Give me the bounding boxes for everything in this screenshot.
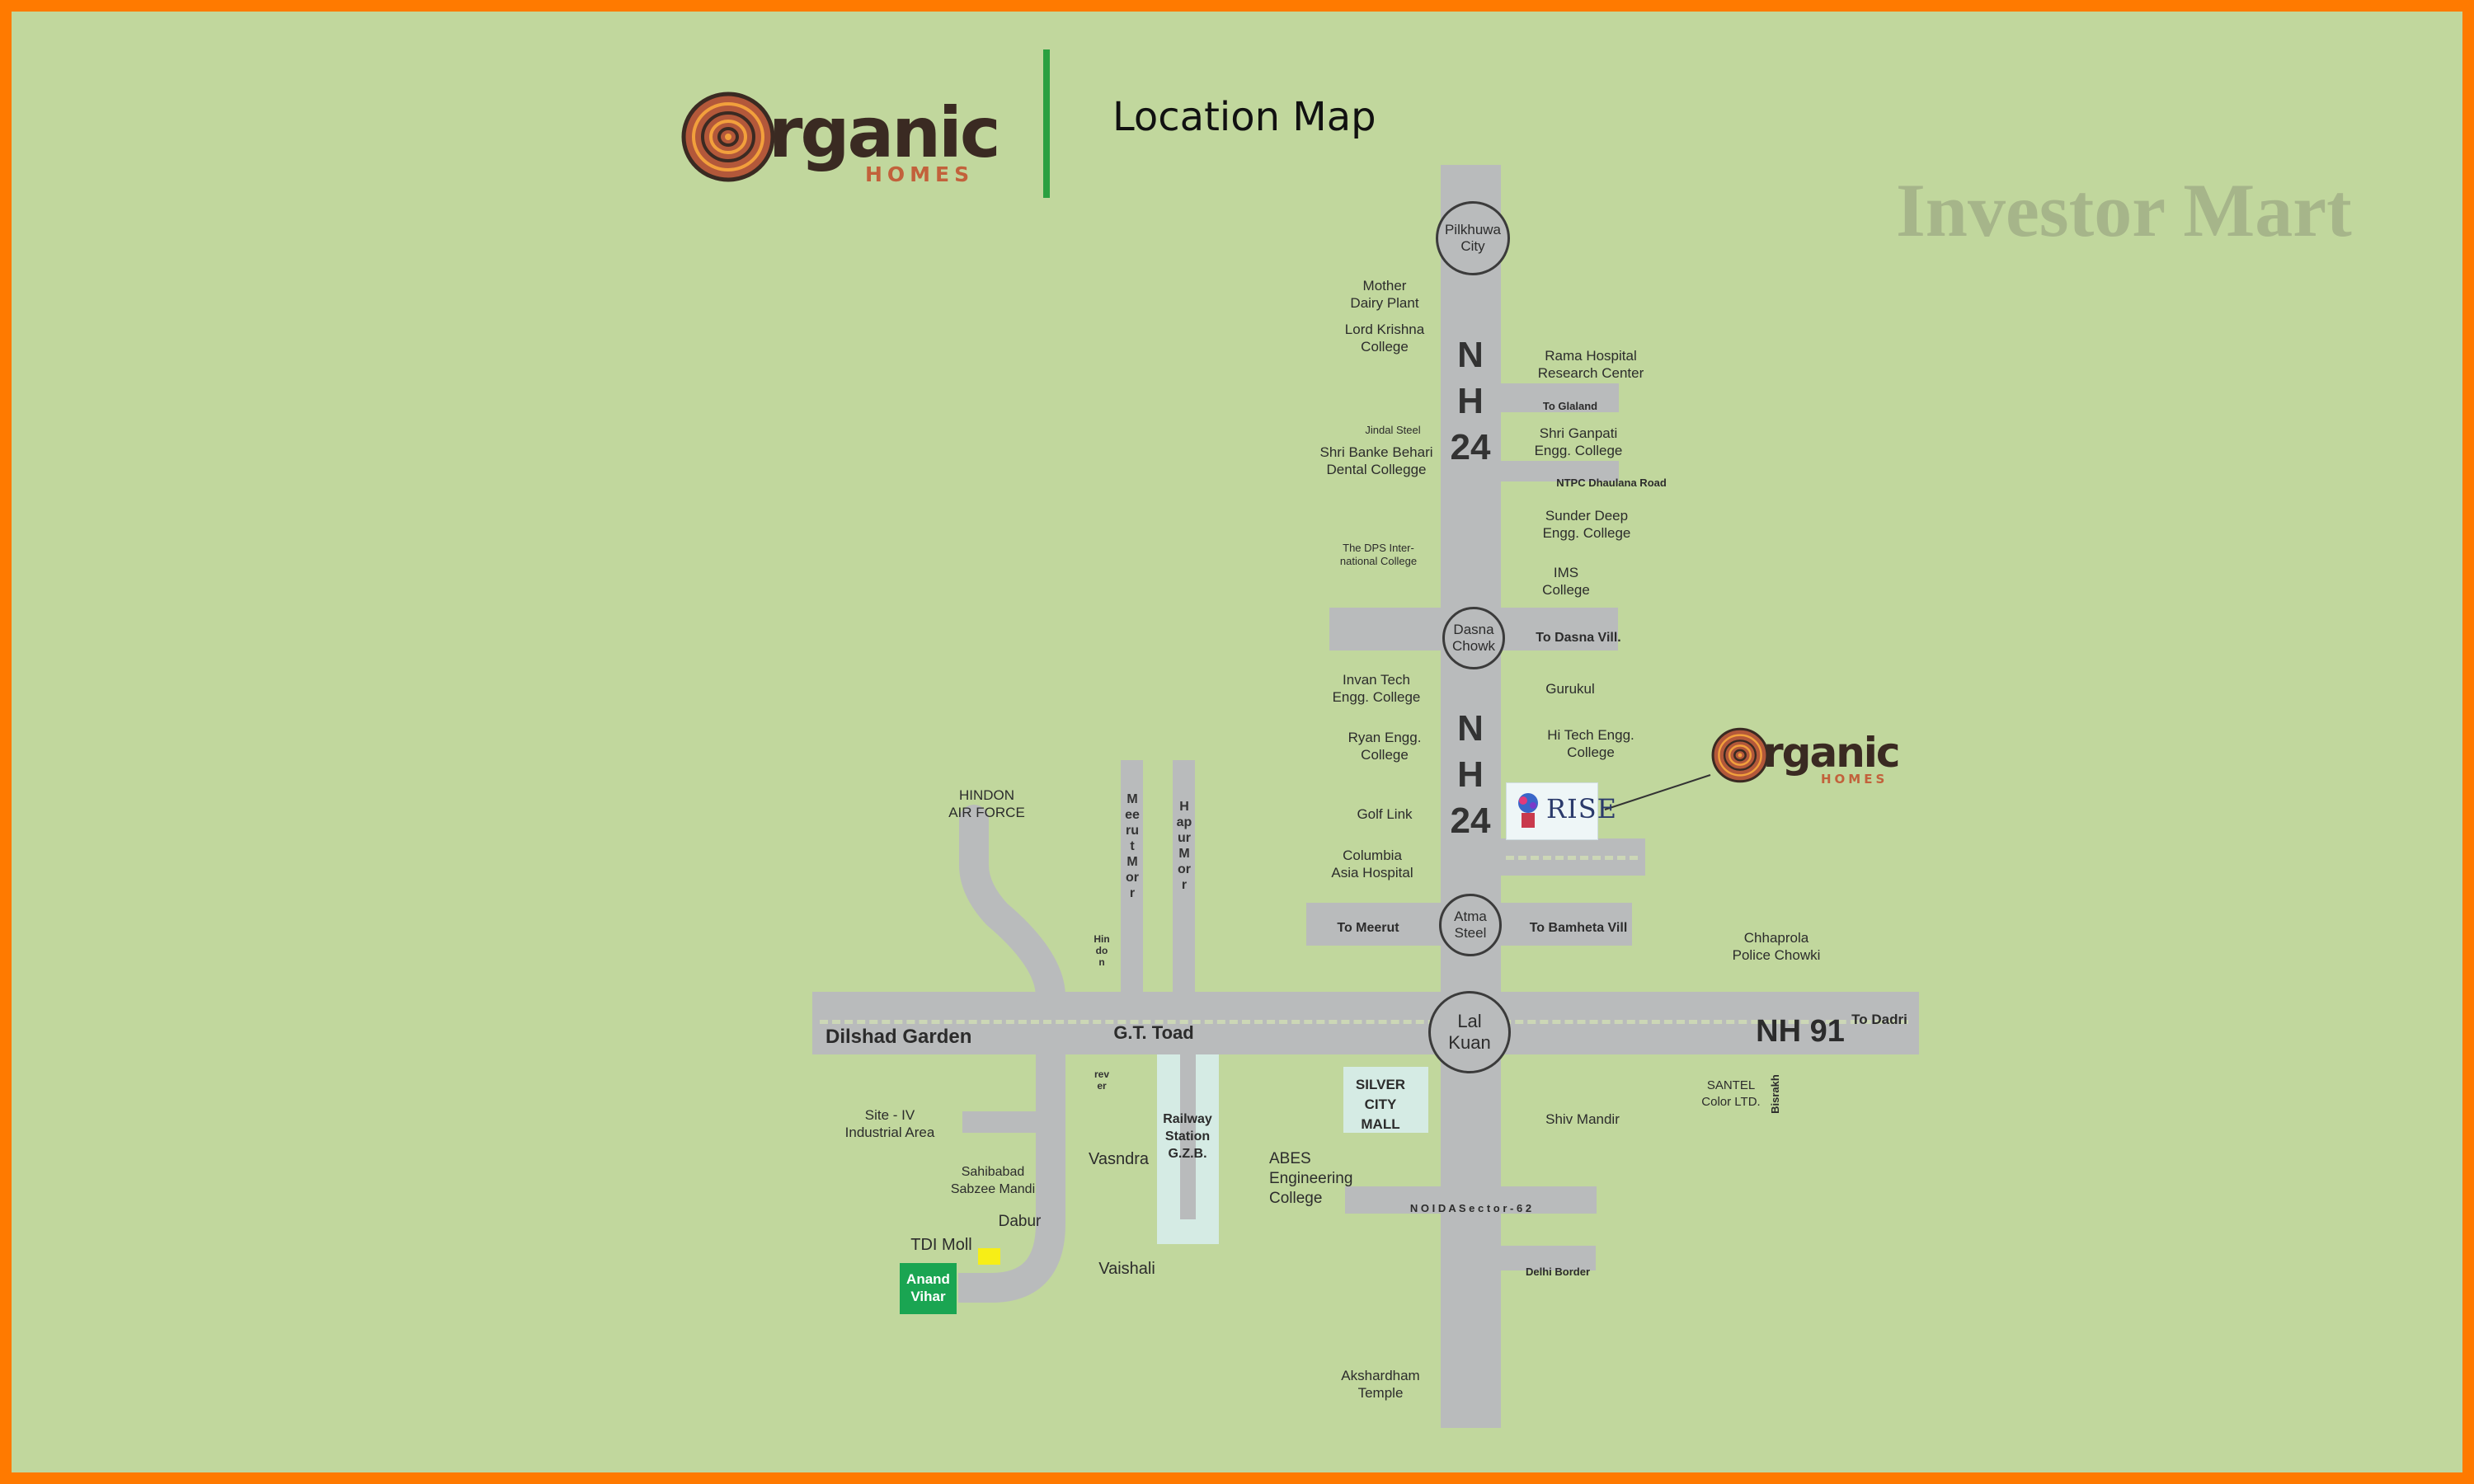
label-to-bamheta: To Bamheta Vill (1529, 921, 1628, 935)
page-title: Location Map (1112, 94, 1376, 140)
label-vasndra: Vasndra (1088, 1150, 1149, 1168)
label-shiv-mandir: Shiv Mandir (1545, 1111, 1620, 1127)
label-dps: The DPS Inter- national College (1339, 542, 1418, 567)
meerut-morr-road (1121, 760, 1143, 993)
label-ganpati: Shri Ganpati Engg. College (1534, 425, 1623, 458)
label-railway-station: Railway Station G.Z.B. (1163, 1112, 1212, 1161)
label-to-dasna: To Dasna Vill. (1536, 631, 1621, 645)
label-dilshad-garden: Dilshad Garden (825, 1026, 972, 1048)
label-anand-vihar: Anand Vihar (906, 1271, 950, 1304)
organic-homes-logo: rganic HOMES (680, 82, 1009, 197)
nh91-label: NH 91 (1756, 1014, 1845, 1049)
anand-vihar-box (900, 1263, 957, 1314)
tree-ring-icon (681, 92, 775, 182)
organic-homes-small-logo: rganic HOMES (1710, 721, 1925, 795)
silver-city-mall (1343, 1067, 1428, 1133)
rise-logo-text: RISE (1546, 793, 1618, 824)
nh24-label-mid: N H 24 (1450, 708, 1491, 841)
brand-wordmark: rganic (769, 92, 1001, 173)
railway-station-area (1157, 1054, 1219, 1244)
nh24-road (1441, 165, 1501, 1428)
watermark: Investor Mart (1896, 168, 2352, 252)
roundabout-lalkuan: Lal Kuan (1428, 991, 1511, 1073)
label-akshardham: Akshardham Temple (1341, 1368, 1420, 1401)
small-brand-wordmark: rganic (1763, 729, 1901, 777)
label-abes: ABES Engineering College (1269, 1150, 1353, 1207)
label-banke-behari: Shri Banke Behari Dental Collegge (1319, 444, 1433, 477)
label-invan: Invan Tech Engg. College (1332, 672, 1421, 705)
roundabout-dasna: Dasna Chowk (1442, 607, 1505, 669)
delhi-border-road (1501, 1246, 1596, 1270)
label-ryan: Ryan Engg. College (1348, 730, 1422, 763)
label-ntpc: NTPC Dhaulana Road (1556, 477, 1667, 489)
hindon-road-curve (958, 805, 1065, 1303)
label-chhaprola: Chhaprola Police Chowki (1732, 930, 1821, 963)
small-brand-subtitle: HOMES (1821, 772, 1888, 787)
noida-sector-62-road (1345, 1186, 1597, 1214)
rise-access-lane (1506, 856, 1638, 860)
rise-project-marker: RISE (1506, 782, 1616, 840)
brand-subtitle: HOMES (865, 162, 975, 186)
label-rama-hospital: Rama Hospital Research Center (1537, 348, 1644, 381)
tree-ring-small-icon (1711, 727, 1769, 783)
ntpc-road (1501, 461, 1619, 481)
label-ims: IMS College (1542, 565, 1590, 598)
label-site-iv: Site - IV Industrial Area (844, 1107, 935, 1140)
label-columbia: Columbia Asia Hospital (1331, 848, 1413, 881)
label-dabur: Dabur (998, 1213, 1042, 1230)
hapur-morr-road (1173, 760, 1195, 993)
label-to-meerut: To Meerut (1337, 921, 1399, 935)
site-iv-road (962, 1111, 1041, 1133)
label-sahibabad: Sahibabad Sabzee Mandi (950, 1165, 1036, 1196)
rise-mascot-icon (1518, 793, 1538, 828)
nh24-label-top: N H 24 (1450, 335, 1491, 467)
label-vaishali: Vaishali (1098, 1260, 1155, 1278)
label-lord-krishna: Lord Krishna College (1344, 322, 1425, 355)
label-santel: SANTEL Color LTD. (1701, 1078, 1761, 1109)
map-canvas: rganic HOMES Location Map Investor Mart … (12, 12, 2462, 1472)
label-hitech: Hi Tech Engg. College (1547, 727, 1634, 760)
label-hindon-river: Hindon (1094, 933, 1110, 968)
railway-track (1180, 1054, 1196, 1219)
header-divider (1043, 49, 1050, 198)
connector-line (1604, 774, 1711, 810)
label-golf-link: Golf Link (1357, 806, 1413, 822)
tdi-mall-marker (978, 1248, 1000, 1265)
label-hindon-air-force: HINDON AIR FORCE (948, 787, 1025, 820)
label-tdi-moll: TDI Moll (910, 1236, 972, 1254)
label-delhi-border: Delhi Border (1525, 1266, 1590, 1278)
label-gurukul: Gurukul (1545, 681, 1595, 697)
label-silver-city: SILVER CITY MALL (1355, 1077, 1406, 1132)
roundabout-atma: Atma Steel (1439, 894, 1502, 956)
label-sunder-deep: Sunder Deep Engg. College (1542, 508, 1631, 541)
label-mother-dairy: Mother Dairy Plant (1350, 278, 1419, 311)
label-gt-road: G.T. Toad (1113, 1022, 1194, 1043)
gt-road-lane (820, 1020, 1908, 1024)
glaland-road (1501, 383, 1619, 412)
label-hapur-morr: Hapur Morr (1176, 800, 1192, 892)
label-noida-62: N O I D A S e c t o r - 6 2 (1409, 1202, 1532, 1214)
label-to-dadri: To Dadri (1851, 1012, 1907, 1027)
label-bisrakh: Bisrakh (1769, 1074, 1781, 1114)
label-to-glaland: To Glaland (1542, 400, 1598, 412)
label-meerut-morr: Meerut Morr (1125, 792, 1140, 900)
label-river: rever (1094, 1068, 1110, 1092)
label-jindal: Jindal Steel (1365, 424, 1421, 436)
roundabout-pilkhuwa: Pilkhuwa City (1436, 201, 1510, 275)
